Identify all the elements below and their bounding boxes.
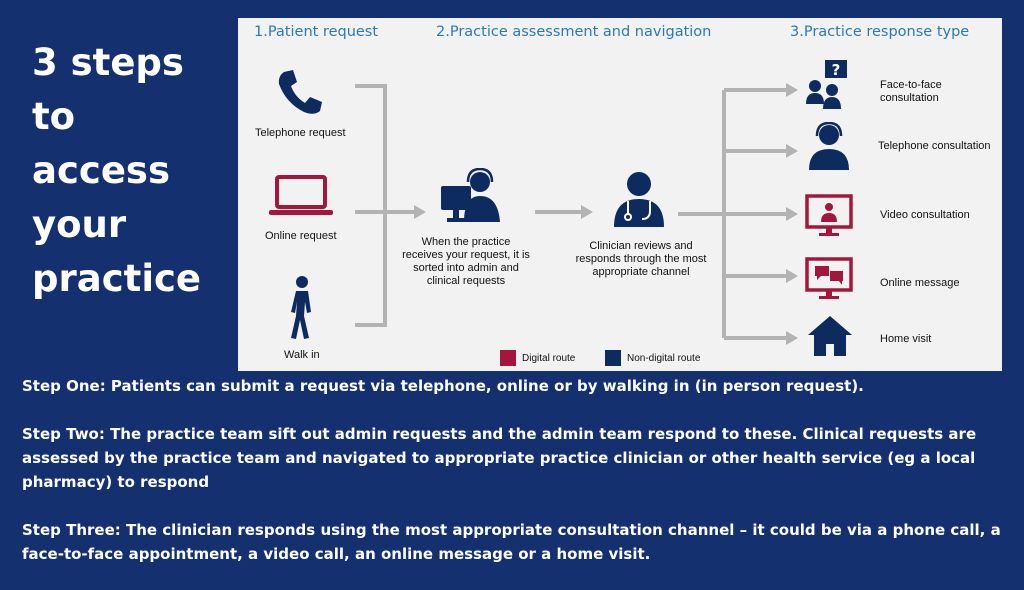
assessment-label-clinician: Clinician reviews and responds through t… xyxy=(575,240,707,278)
request-label-walk-in: Walk in xyxy=(284,349,320,361)
step-three-text: Step Three: The clinician responds using… xyxy=(22,521,1001,563)
receptionist-headset-icon xyxy=(441,168,500,222)
walking-person-icon xyxy=(291,276,311,339)
access-diagram: 1.Patient request 2.Practice assessment … xyxy=(238,18,1002,371)
title-line: 3 steps to xyxy=(32,41,184,138)
title-line: your xyxy=(32,203,127,246)
phone-icon xyxy=(278,70,322,114)
legend-non-digital-label: Non-digital route xyxy=(627,353,701,364)
svg-text:?: ? xyxy=(832,61,841,79)
legend-digital-swatch xyxy=(500,350,516,366)
step-heading-patient-request: 1.Patient request xyxy=(254,24,379,40)
response-label-telephone: Telephone consultation xyxy=(878,140,991,152)
title-line: access xyxy=(32,149,170,192)
title-line: practice xyxy=(32,257,202,300)
response-label-home-visit: Home visit xyxy=(880,333,932,345)
step-two-text: Step Two: The practice team sift out adm… xyxy=(22,425,977,491)
request-label-online: Online request xyxy=(265,230,337,242)
face-to-face-icon: ? xyxy=(806,60,847,109)
message-monitor-icon xyxy=(805,257,853,299)
flow-arrows xyxy=(355,83,798,345)
laptop-icon xyxy=(269,175,333,215)
step-heading-response-type: 3.Practice response type xyxy=(790,24,970,40)
legend-non-digital-swatch xyxy=(605,350,621,366)
video-monitor-icon xyxy=(805,194,853,236)
response-label-online-message: Online message xyxy=(880,277,960,289)
step-one-text: Step One: Patients can submit a request … xyxy=(22,377,864,395)
headset-person-icon xyxy=(809,122,849,170)
house-icon xyxy=(808,316,852,356)
response-label-video: Video consultation xyxy=(880,209,970,221)
request-label-telephone: Telephone request xyxy=(255,127,346,139)
clinician-stethoscope-icon xyxy=(614,172,664,227)
step-heading-assessment: 2.Practice assessment and navigation xyxy=(436,24,712,40)
legend-digital-label: Digital route xyxy=(522,353,576,364)
assessment-label-sorting: When the practice receives your request,… xyxy=(402,236,530,287)
page-title: 3 steps to access your practice xyxy=(32,36,232,306)
response-label-face-to-face: Face-to-face consultation xyxy=(880,79,942,104)
steps-description: Step One: Patients can submit a request … xyxy=(22,374,1012,590)
